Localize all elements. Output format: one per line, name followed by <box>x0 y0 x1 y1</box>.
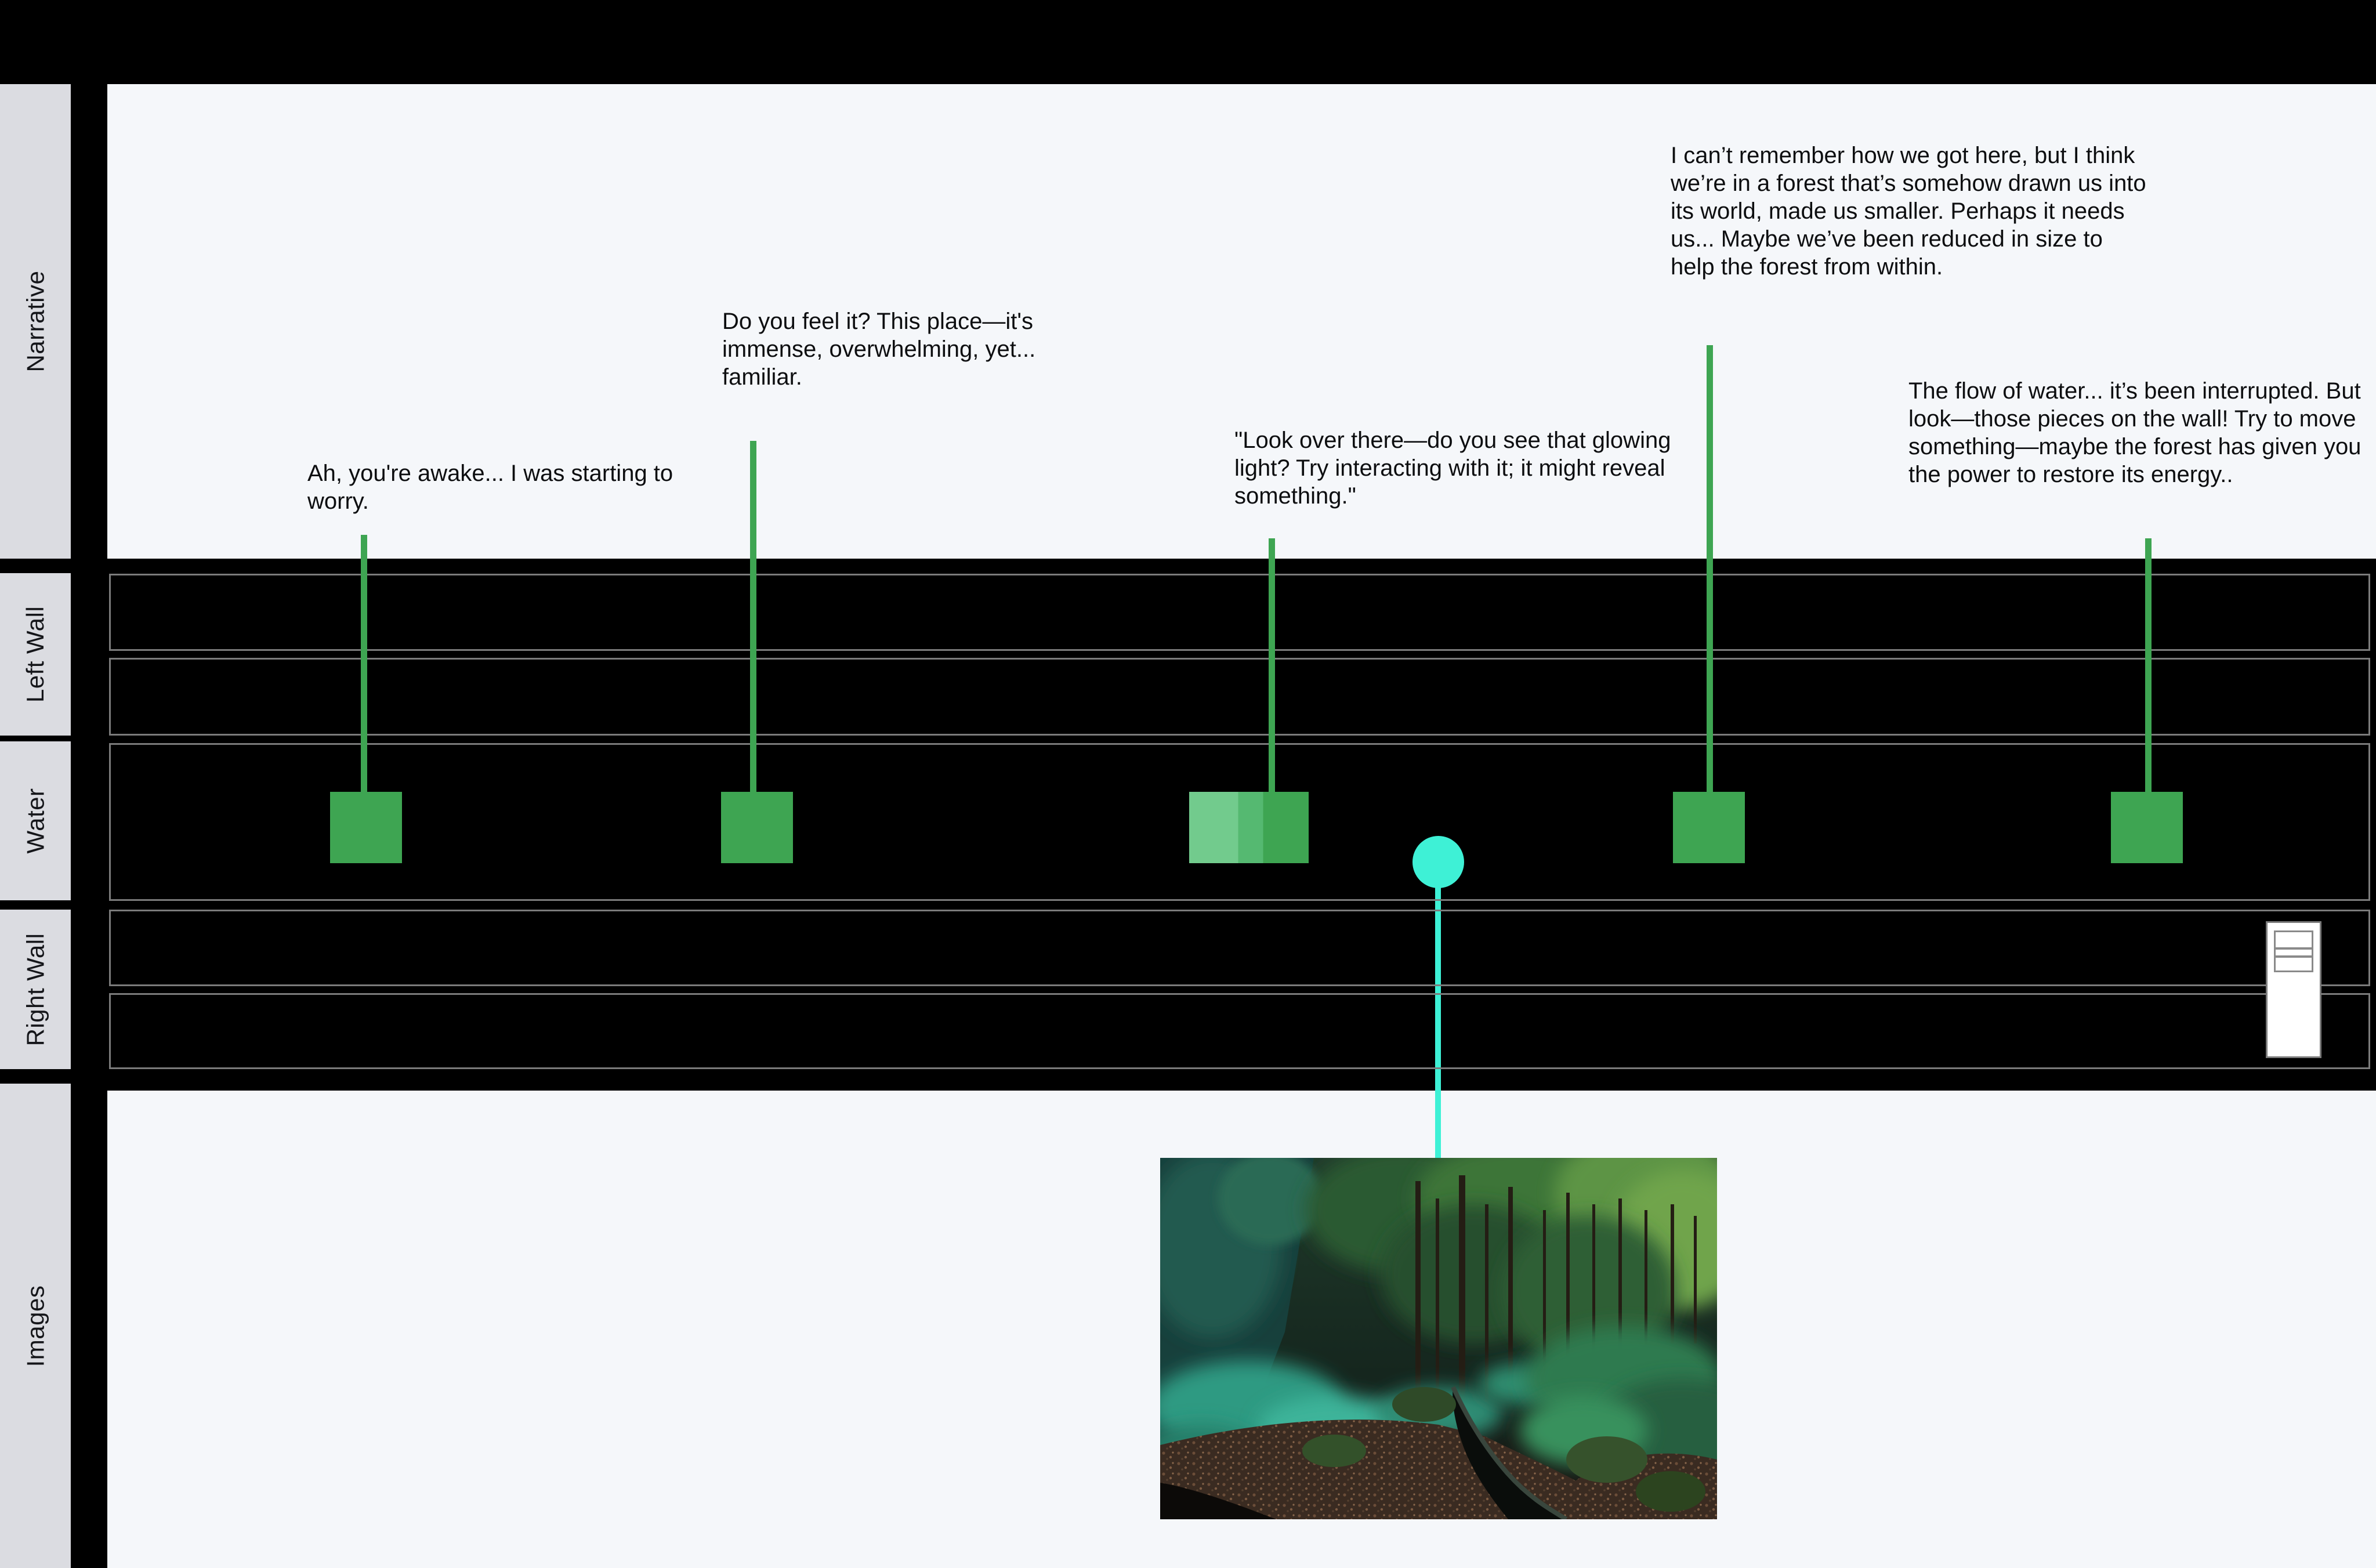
left-wall-lane-1[interactable] <box>109 574 2370 651</box>
water-lane[interactable] <box>109 743 2370 901</box>
track-label-water: Water <box>0 741 71 900</box>
water-clip-gradient[interactable] <box>1189 792 1309 863</box>
note-connector-line <box>2145 538 2152 792</box>
narrative-note: The flow of water... it’s been interrupt… <box>1908 377 2367 488</box>
track-label-text: Left Wall <box>21 606 49 703</box>
track-label-right-wall: Right Wall <box>0 910 71 1069</box>
narrative-note: Do you feel it? This place—it's immense,… <box>722 307 1099 391</box>
narrative-note-text: I can’t remember how we got here, but I … <box>1671 143 2146 280</box>
glowing-light-node[interactable] <box>1412 836 1464 888</box>
forest-photo-illustration <box>1160 1158 1717 1519</box>
narrative-track-panel[interactable] <box>107 84 2376 559</box>
water-clip[interactable] <box>2111 792 2183 863</box>
track-label-left-wall: Left Wall <box>0 573 71 736</box>
water-clip[interactable] <box>330 792 402 863</box>
track-label-narrative: Narrative <box>0 84 71 559</box>
water-clip[interactable] <box>721 792 793 863</box>
wall-piece-slats-icon <box>2274 930 2313 972</box>
wall-piece-clip[interactable] <box>2266 921 2321 1058</box>
right-wall-lane-2[interactable] <box>109 993 2370 1069</box>
track-label-text: Right Wall <box>21 933 49 1046</box>
left-wall-lane-2[interactable] <box>109 658 2370 736</box>
image-clip-forest[interactable] <box>1160 1158 1717 1519</box>
narrative-note-text: Ah, you're awake... I was starting to wo… <box>307 461 673 514</box>
narrative-note-text: "Look over there—do you see that glowing… <box>1234 428 1671 509</box>
narrative-note-text: The flow of water... it’s been interrupt… <box>1908 378 2361 487</box>
narrative-note: "Look over there—do you see that glowing… <box>1234 426 1693 510</box>
track-label-text: Images <box>21 1285 49 1367</box>
track-label-images: Images <box>0 1084 71 1568</box>
track-label-text: Water <box>21 788 49 854</box>
note-connector-line <box>750 441 756 792</box>
note-connector-line <box>1269 538 1275 792</box>
narrative-note: Ah, you're awake... I was starting to wo… <box>307 459 708 515</box>
image-connector-line <box>1435 864 1441 1158</box>
note-connector-line <box>361 535 367 792</box>
note-connector-line <box>1707 345 1713 792</box>
water-clip[interactable] <box>1673 792 1745 863</box>
narrative-note: I can’t remember how we got here, but I … <box>1671 142 2146 281</box>
narrative-note-text: Do you feel it? This place—it's immense,… <box>722 309 1036 390</box>
right-wall-lane-1[interactable] <box>109 910 2370 986</box>
track-label-text: Narrative <box>21 270 49 372</box>
